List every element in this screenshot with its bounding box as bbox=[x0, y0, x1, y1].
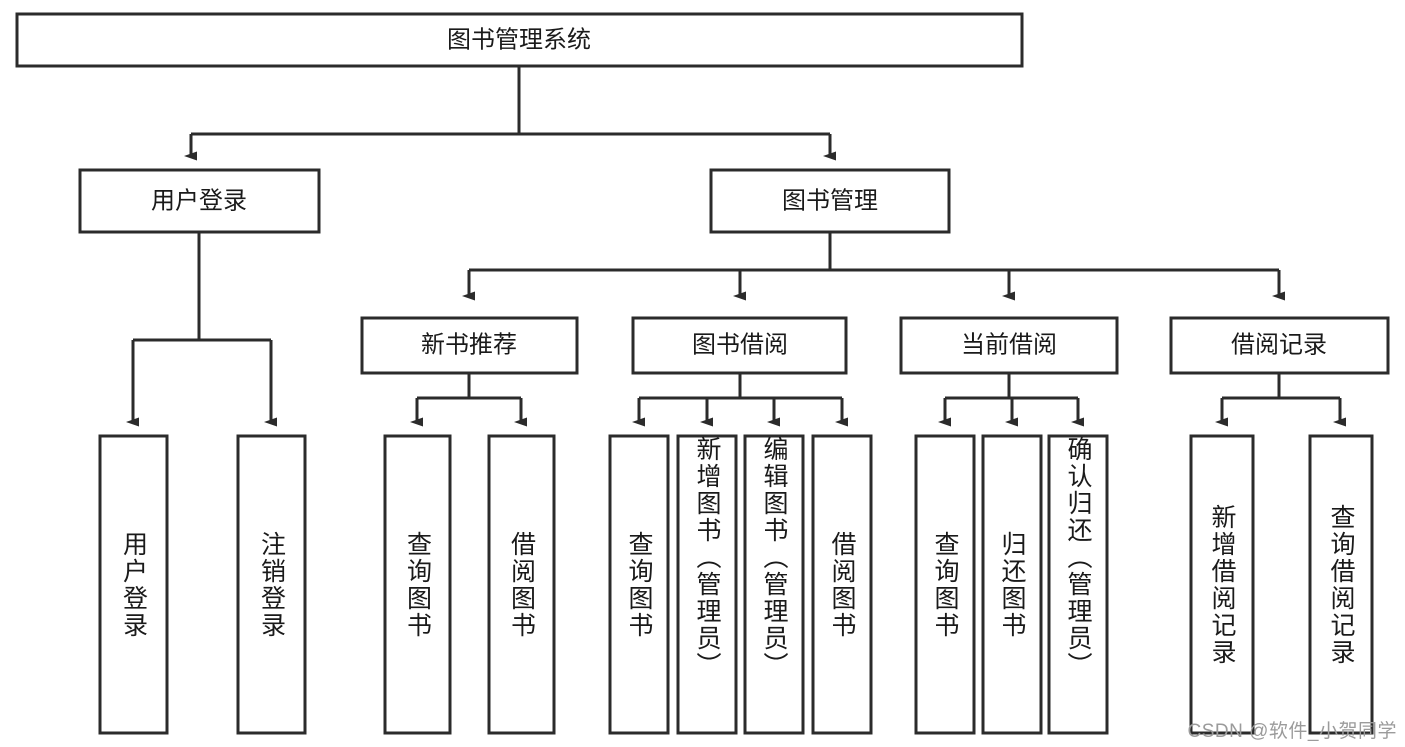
node-new-book-recommend-label: 新书推荐 bbox=[421, 331, 517, 358]
node-new-book-recommend[interactable] bbox=[360, 316, 579, 375]
node-leaf-query-borrow-record[interactable] bbox=[1308, 434, 1374, 735]
connector-record-to-leaves bbox=[1215, 373, 1346, 427]
watermark-text: CSDN @软件_小贺同学 bbox=[1187, 721, 1397, 742]
node-leaf-query-book-3[interactable] bbox=[914, 434, 976, 735]
node-user-login-label: 用户登录 bbox=[151, 187, 247, 214]
node-current-borrow[interactable] bbox=[899, 316, 1119, 375]
node-leaf-logout[interactable] bbox=[236, 434, 307, 735]
connector-borrow-to-leaves bbox=[632, 373, 848, 427]
node-borrow-record[interactable] bbox=[1169, 316, 1390, 375]
node-leaf-query-book-1[interactable] bbox=[383, 434, 452, 735]
node-borrow-record-label: 借阅记录 bbox=[1231, 331, 1327, 358]
node-book-management[interactable] bbox=[709, 168, 951, 234]
node-root-label: 图书管理系统 bbox=[447, 26, 591, 53]
node-leaf-borrow-book-1[interactable] bbox=[487, 434, 556, 735]
node-leaf-query-book-2[interactable] bbox=[608, 434, 670, 735]
node-book-borrow-label: 图书借阅 bbox=[692, 331, 788, 358]
node-leaf-confirm-return-admin[interactable] bbox=[1047, 434, 1109, 735]
node-user-login[interactable] bbox=[78, 168, 321, 234]
connector-root-to-level2 bbox=[184, 66, 836, 161]
node-current-borrow-label: 当前借阅 bbox=[961, 331, 1057, 358]
connector-current-to-leaves bbox=[938, 373, 1084, 427]
node-leaf-return-book[interactable] bbox=[981, 434, 1043, 735]
connector-newbook-to-leaves bbox=[410, 373, 527, 427]
node-book-management-label: 图书管理 bbox=[782, 187, 878, 214]
node-book-borrow[interactable] bbox=[631, 316, 848, 375]
node-leaf-borrow-book-2[interactable] bbox=[811, 434, 873, 735]
connector-bookmgmt-to-level3 bbox=[462, 232, 1285, 301]
node-leaf-edit-book-admin[interactable] bbox=[743, 434, 805, 735]
node-leaf-user-login[interactable] bbox=[98, 434, 169, 735]
connector-userlogin-to-leaves bbox=[126, 232, 277, 427]
node-leaf-add-borrow-record[interactable] bbox=[1189, 434, 1255, 735]
node-root[interactable] bbox=[15, 12, 1024, 68]
node-leaf-add-book-admin[interactable] bbox=[676, 434, 738, 735]
